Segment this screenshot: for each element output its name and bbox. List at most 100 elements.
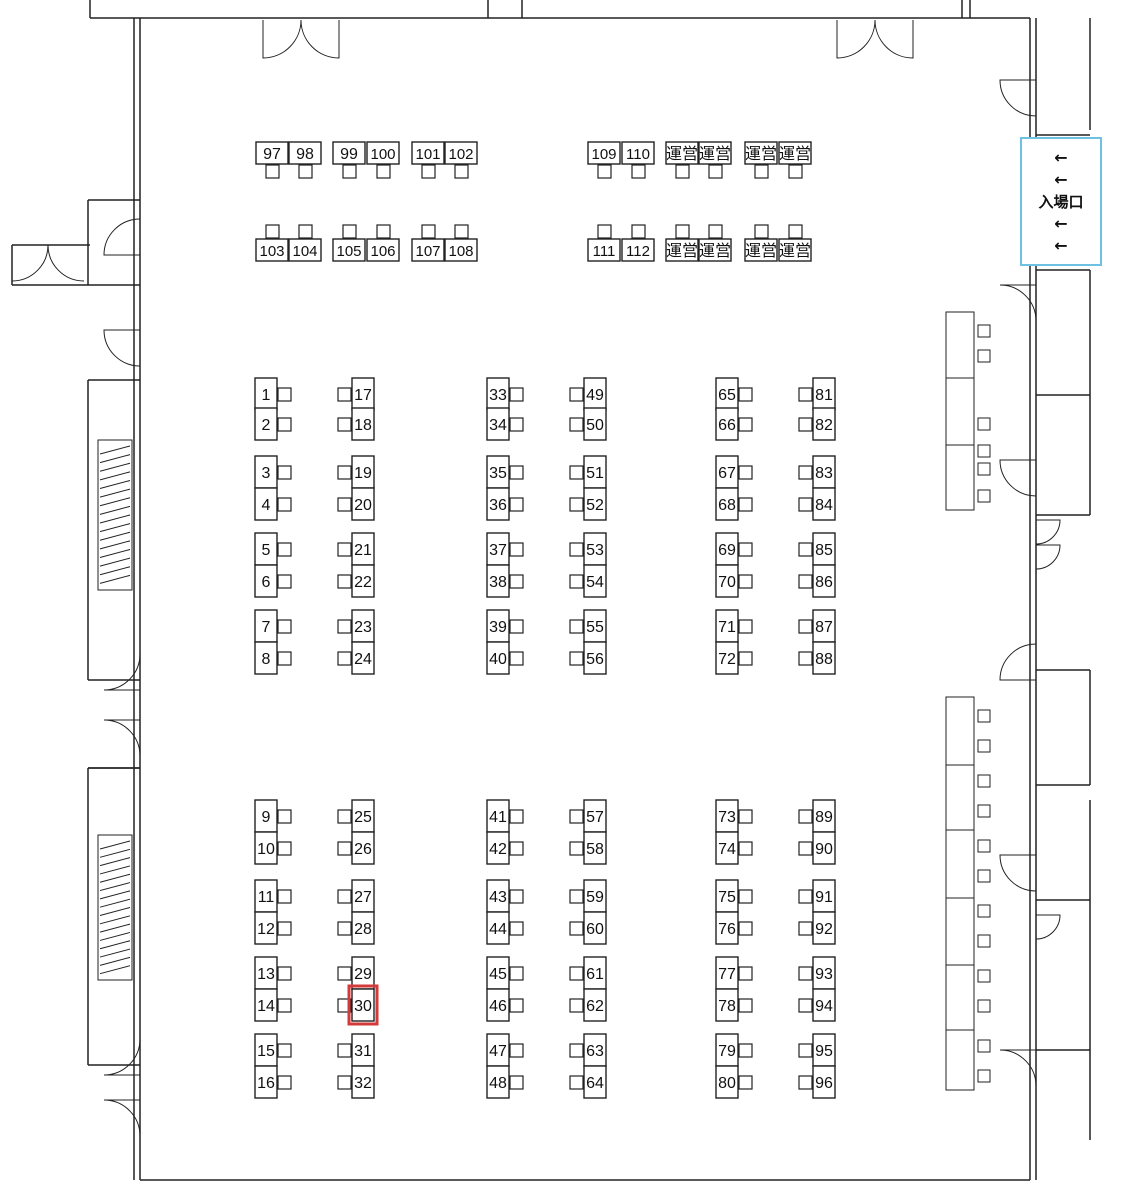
booth-48[interactable]: 48: [486, 1065, 524, 1099]
booth-74[interactable]: 74: [715, 831, 753, 865]
booth-83[interactable]: 83: [798, 455, 836, 489]
booth-37[interactable]: 37: [486, 532, 524, 566]
booth-6[interactable]: 6: [254, 564, 292, 598]
booth-87[interactable]: 87: [798, 609, 836, 643]
booth-運営[interactable]: 運営: [778, 224, 812, 262]
booth-104[interactable]: 104: [288, 224, 322, 262]
booth-44[interactable]: 44: [486, 911, 524, 945]
booth-運営[interactable]: 運営: [665, 141, 699, 179]
booth-7[interactable]: 7: [254, 609, 292, 643]
booth-30[interactable]: 30: [337, 984, 379, 1026]
booth-84[interactable]: 84: [798, 487, 836, 521]
booth-92[interactable]: 92: [798, 911, 836, 945]
booth-76[interactable]: 76: [715, 911, 753, 945]
booth-69[interactable]: 69: [715, 532, 753, 566]
booth-97[interactable]: 97: [255, 141, 289, 179]
booth-65[interactable]: 65: [715, 377, 753, 411]
booth-88[interactable]: 88: [798, 641, 836, 675]
booth-20[interactable]: 20: [337, 487, 375, 521]
booth-13[interactable]: 13: [254, 956, 292, 990]
booth-110[interactable]: 110: [621, 141, 655, 179]
booth-55[interactable]: 55: [569, 609, 607, 643]
booth-90[interactable]: 90: [798, 831, 836, 865]
booth-12[interactable]: 12: [254, 911, 292, 945]
booth-9[interactable]: 9: [254, 799, 292, 833]
booth-38[interactable]: 38: [486, 564, 524, 598]
booth-68[interactable]: 68: [715, 487, 753, 521]
booth-29[interactable]: 29: [337, 956, 375, 990]
booth-運営[interactable]: 運営: [744, 224, 778, 262]
booth-72[interactable]: 72: [715, 641, 753, 675]
booth-51[interactable]: 51: [569, 455, 607, 489]
booth-112[interactable]: 112: [621, 224, 655, 262]
booth-運営[interactable]: 運営: [698, 224, 732, 262]
booth-41[interactable]: 41: [486, 799, 524, 833]
booth-45[interactable]: 45: [486, 956, 524, 990]
booth-3[interactable]: 3: [254, 455, 292, 489]
booth-94[interactable]: 94: [798, 988, 836, 1022]
booth-32[interactable]: 32: [337, 1065, 375, 1099]
booth-57[interactable]: 57: [569, 799, 607, 833]
booth-86[interactable]: 86: [798, 564, 836, 598]
booth-25[interactable]: 25: [337, 799, 375, 833]
booth-66[interactable]: 66: [715, 407, 753, 441]
booth-108[interactable]: 108: [444, 224, 478, 262]
booth-33[interactable]: 33: [486, 377, 524, 411]
booth-89[interactable]: 89: [798, 799, 836, 833]
booth-49[interactable]: 49: [569, 377, 607, 411]
booth-40[interactable]: 40: [486, 641, 524, 675]
booth-78[interactable]: 78: [715, 988, 753, 1022]
booth-91[interactable]: 91: [798, 879, 836, 913]
booth-93[interactable]: 93: [798, 956, 836, 990]
booth-64[interactable]: 64: [569, 1065, 607, 1099]
booth-運営[interactable]: 運営: [744, 141, 778, 179]
booth-運営[interactable]: 運営: [665, 224, 699, 262]
booth-73[interactable]: 73: [715, 799, 753, 833]
booth-67[interactable]: 67: [715, 455, 753, 489]
booth-17[interactable]: 17: [337, 377, 375, 411]
booth-31[interactable]: 31: [337, 1033, 375, 1067]
booth-26[interactable]: 26: [337, 831, 375, 865]
booth-50[interactable]: 50: [569, 407, 607, 441]
booth-56[interactable]: 56: [569, 641, 607, 675]
booth-1[interactable]: 1: [254, 377, 292, 411]
booth-39[interactable]: 39: [486, 609, 524, 643]
booth-18[interactable]: 18: [337, 407, 375, 441]
booth-21[interactable]: 21: [337, 532, 375, 566]
booth-96[interactable]: 96: [798, 1065, 836, 1099]
booth-47[interactable]: 47: [486, 1033, 524, 1067]
booth-71[interactable]: 71: [715, 609, 753, 643]
booth-106[interactable]: 106: [366, 224, 400, 262]
booth-101[interactable]: 101: [411, 141, 445, 179]
booth-95[interactable]: 95: [798, 1033, 836, 1067]
booth-59[interactable]: 59: [569, 879, 607, 913]
booth-75[interactable]: 75: [715, 879, 753, 913]
booth-102[interactable]: 102: [444, 141, 478, 179]
booth-105[interactable]: 105: [332, 224, 366, 262]
booth-98[interactable]: 98: [288, 141, 322, 179]
booth-42[interactable]: 42: [486, 831, 524, 865]
booth-63[interactable]: 63: [569, 1033, 607, 1067]
booth-11[interactable]: 11: [254, 879, 292, 913]
booth-77[interactable]: 77: [715, 956, 753, 990]
booth-109[interactable]: 109: [587, 141, 621, 179]
booth-70[interactable]: 70: [715, 564, 753, 598]
booth-43[interactable]: 43: [486, 879, 524, 913]
booth-99[interactable]: 99: [332, 141, 366, 179]
booth-36[interactable]: 36: [486, 487, 524, 521]
booth-23[interactable]: 23: [337, 609, 375, 643]
booth-15[interactable]: 15: [254, 1033, 292, 1067]
booth-62[interactable]: 62: [569, 988, 607, 1022]
booth-82[interactable]: 82: [798, 407, 836, 441]
booth-14[interactable]: 14: [254, 988, 292, 1022]
booth-103[interactable]: 103: [255, 224, 289, 262]
booth-85[interactable]: 85: [798, 532, 836, 566]
booth-46[interactable]: 46: [486, 988, 524, 1022]
booth-34[interactable]: 34: [486, 407, 524, 441]
booth-16[interactable]: 16: [254, 1065, 292, 1099]
booth-10[interactable]: 10: [254, 831, 292, 865]
booth-8[interactable]: 8: [254, 641, 292, 675]
booth-53[interactable]: 53: [569, 532, 607, 566]
booth-22[interactable]: 22: [337, 564, 375, 598]
booth-2[interactable]: 2: [254, 407, 292, 441]
